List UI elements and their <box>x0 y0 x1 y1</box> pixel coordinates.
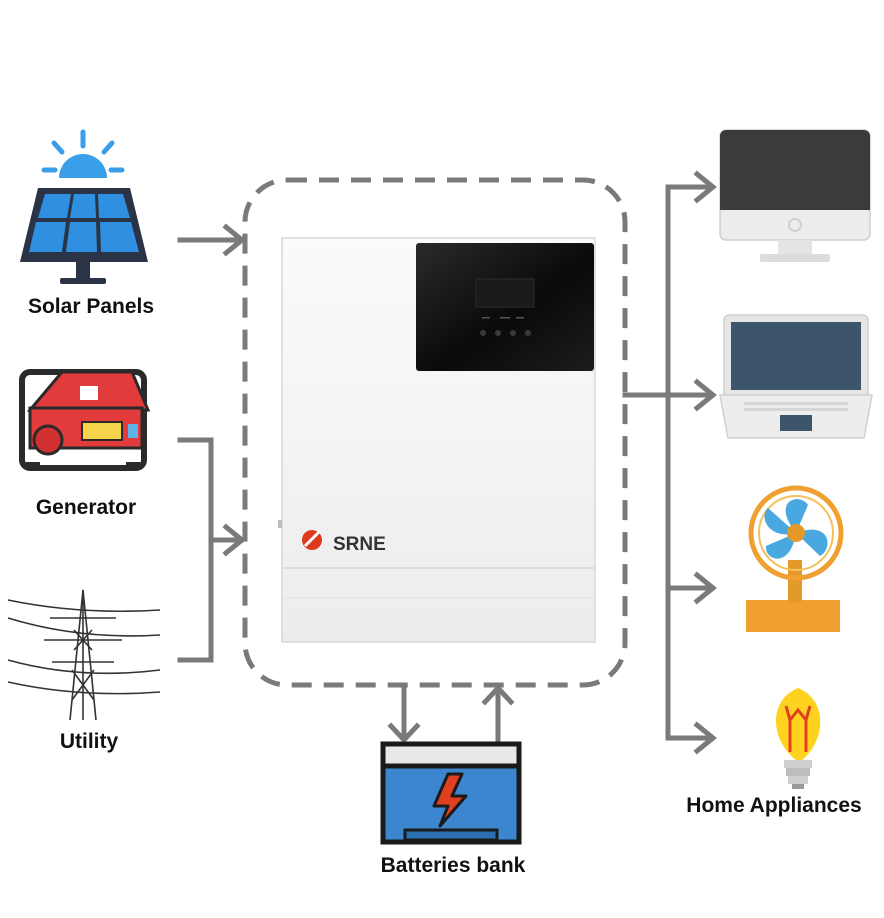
solar-panel-group: Solar Panels <box>20 129 154 318</box>
utility-label: Utility <box>60 730 119 753</box>
inverter-device: SRNE <box>278 237 596 643</box>
battery-group: Batteries bank <box>380 741 526 877</box>
power-tower-icon <box>7 589 161 721</box>
generator-icon <box>19 369 151 471</box>
inverter-boundary <box>242 177 628 688</box>
utility-group: Utility <box>7 589 161 753</box>
solar-panel-icon <box>20 188 148 284</box>
generator-group: Generator <box>19 369 151 519</box>
monitor-icon <box>719 129 871 262</box>
inverter-display-panel <box>416 243 594 371</box>
fan-icon <box>746 485 844 632</box>
generator-label: Generator <box>36 496 136 519</box>
sun-icon <box>41 129 125 178</box>
appliances-label: Home Appliances <box>686 794 861 817</box>
srne-logo-icon <box>302 530 322 550</box>
battery-label: Batteries bank <box>381 854 526 877</box>
connectors <box>177 170 717 755</box>
laptop-icon <box>719 314 873 439</box>
inverter-brand: SRNE <box>333 534 386 555</box>
light-bulb-icon <box>776 688 821 789</box>
grid-bracket <box>177 437 214 663</box>
battery-icon <box>380 741 522 845</box>
solar-label: Solar Panels <box>28 295 154 318</box>
